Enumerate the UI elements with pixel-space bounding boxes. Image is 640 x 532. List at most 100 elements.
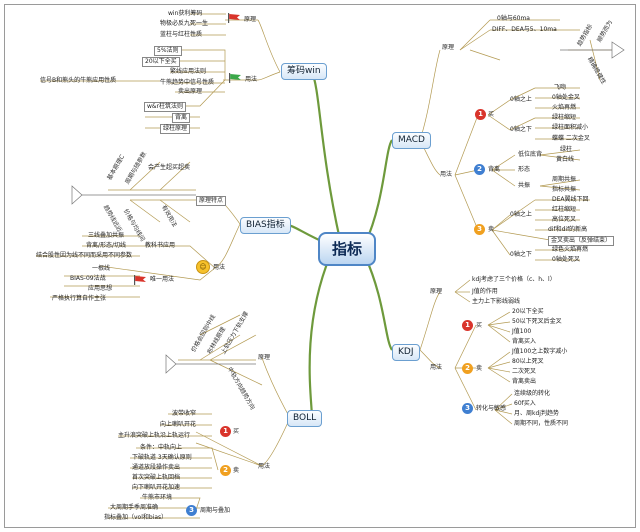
- kdj-zhuan-item-4[interactable]: 周期不同，性质不同: [514, 420, 569, 427]
- kdj-sell-label[interactable]: 卖: [476, 365, 483, 372]
- bias-youqing-item-3[interactable]: 应用思想: [88, 285, 113, 292]
- bias-textbook-label[interactable]: 教科书应用: [145, 242, 176, 249]
- kdj-buy-item-2[interactable]: 50以下死叉后金叉: [512, 318, 562, 325]
- kdj-sell-item-1[interactable]: J值100之上数字减小: [512, 348, 568, 355]
- bias-youqing-item-2[interactable]: BIAS-09法战: [70, 275, 106, 282]
- macd-buy-below-item-3[interactable]: 蝶蝶 二次金叉: [552, 135, 590, 142]
- bias-textbook-item-2[interactable]: 背离/形态/切线: [86, 242, 127, 249]
- chouma-yuanli-item-1[interactable]: win获利筹码: [168, 10, 203, 17]
- kdj-zhuan-item-1[interactable]: 连续级的转化: [514, 390, 551, 397]
- macd-beili-item-1[interactable]: 低位底背: [518, 151, 543, 158]
- macd-buy-label[interactable]: 买: [488, 111, 495, 118]
- chouma-yongfa-item-1[interactable]: 5%法则: [154, 46, 182, 56]
- center-topic[interactable]: 指标: [318, 232, 376, 266]
- macd-sell-below-item-1[interactable]: 绿色火焰再燃: [552, 246, 589, 253]
- branch-chouma-win[interactable]: 筹码win: [281, 63, 327, 80]
- chouma-bottom-item-2[interactable]: 背离: [172, 113, 191, 123]
- macd-sell-above[interactable]: 0轴之上: [510, 211, 532, 218]
- macd-yuanli-item-2[interactable]: DIFF、DEA与5、10ma: [492, 26, 557, 33]
- bias-youqing-item-4[interactable]: 严格执行算自作主张: [52, 295, 107, 302]
- macd-sell-below[interactable]: 0轴之下: [510, 251, 532, 258]
- macd-sell-below-item-2[interactable]: 0轴处死叉: [552, 256, 580, 263]
- macd-sell-top[interactable]: DEA翼线下回: [552, 196, 589, 203]
- boll-zhouqi-item-3[interactable]: 指标叠加（vol和bias）: [104, 514, 168, 521]
- bias-textbook-item-3[interactable]: 结合股性因为线不同而采用不同参数: [36, 252, 133, 259]
- macd-beili-item-3[interactable]: 共振: [518, 182, 531, 189]
- macd-sell-mid[interactable]: 金叉卖出（反弹结束）: [548, 236, 615, 246]
- boll-buy-item-2[interactable]: 向上喇叭开花: [160, 421, 197, 428]
- macd-beili-item-2[interactable]: 形态: [518, 166, 531, 173]
- branch-boll[interactable]: BOLL: [287, 410, 323, 427]
- kdj-sell-item-2[interactable]: 80以上死叉: [512, 358, 544, 365]
- chouma-yongfa-item-4[interactable]: 牛熊趋势中信号性质: [160, 79, 215, 86]
- chouma-signal-item[interactable]: 信号B和熊头的牛熊应用性质: [40, 77, 117, 84]
- chouma-yuanli-item-2[interactable]: 物极必反九死一生: [160, 20, 209, 27]
- chouma-yongfa-item-5[interactable]: 卖出原理: [178, 88, 203, 95]
- kdj-yongfa-label[interactable]: 用法: [430, 364, 443, 371]
- boll-sell-label[interactable]: 卖: [233, 467, 240, 474]
- boll-yongfa-label[interactable]: 用法: [258, 463, 271, 470]
- kdj-yuanli-label[interactable]: 原理: [430, 288, 443, 295]
- kdj-sell-item-4[interactable]: 背离卖出: [512, 378, 537, 385]
- chouma-yongfa-item-2[interactable]: 20以下全买: [142, 57, 180, 67]
- kdj-yuanli-item-3[interactable]: 主力上下影线弱线: [472, 298, 521, 305]
- macd-buy-below-item-1[interactable]: 绿柱缩短: [552, 114, 577, 121]
- chouma-yongfa-label[interactable]: 用法: [245, 76, 258, 83]
- boll-sell-item-1[interactable]: 条件：中轨向上: [140, 444, 183, 451]
- kdj-zhuan-item-2[interactable]: 60f买入: [514, 400, 536, 407]
- priority-2-icon: 2: [220, 465, 231, 476]
- kdj-yuanli-item-1[interactable]: kdj考虑了三个价格（c、h、l）: [472, 276, 556, 283]
- branch-kdj[interactable]: KDJ: [392, 344, 420, 361]
- macd-sell-label[interactable]: 卖: [488, 226, 495, 233]
- boll-sell-item-3[interactable]: 通道放段操作卖出: [132, 464, 181, 471]
- chouma-yongfa-item-3[interactable]: 繁线应用法则: [170, 68, 207, 75]
- chouma-yuanli-label[interactable]: 原理: [244, 16, 257, 23]
- chouma-bottom-item-3[interactable]: 绿柱原理: [160, 124, 191, 134]
- boll-buy-item-1[interactable]: 波带收窄: [172, 410, 197, 417]
- bias-youqing-item-1[interactable]: 一根线: [92, 265, 111, 272]
- macd-beili-label[interactable]: 背离: [488, 166, 501, 173]
- kdj-yuanli-item-2[interactable]: J值的作用: [472, 288, 498, 295]
- macd-sell-above-item-3[interactable]: dif和dif的新高: [548, 226, 588, 233]
- macd-beili-sub-1[interactable]: 绿柱: [560, 146, 573, 153]
- macd-yuanli-label[interactable]: 原理: [442, 44, 455, 51]
- bias-textbook-item-1[interactable]: 三线叠加共振: [88, 232, 125, 239]
- chouma-bottom-item-1[interactable]: w&r柱筑法则: [144, 102, 187, 112]
- kdj-buy-item-4[interactable]: 背离买入: [512, 338, 537, 345]
- macd-sell-above-item-1[interactable]: 红柱缩短: [552, 206, 577, 213]
- bias-yongfa-label[interactable]: 用法: [213, 264, 226, 271]
- kdj-zhuan-label[interactable]: 转化与敏感: [476, 405, 507, 412]
- boll-sell-item-2[interactable]: 下破轨道 3天确认原则: [132, 454, 192, 461]
- kdj-buy-label[interactable]: 买: [476, 322, 483, 329]
- macd-yongfa-label[interactable]: 用法: [440, 171, 453, 178]
- kdj-zhuan-item-3[interactable]: 月、周kdj判趋势: [514, 410, 559, 417]
- kdj-sell-item-3[interactable]: 二次死叉: [512, 368, 537, 375]
- bias-youqing-label[interactable]: 唯一用法: [150, 276, 175, 283]
- macd-sell-above-item-2[interactable]: 高位死叉: [552, 216, 577, 223]
- chouma-yuanli-item-3[interactable]: 蓝柱与红柱性质: [160, 31, 203, 38]
- kdj-buy-item-1[interactable]: 20以下全买: [512, 308, 544, 315]
- boll-zhouqi-label[interactable]: 周期与叠加: [200, 507, 231, 514]
- macd-buy-above-item-3[interactable]: 火焰再燃: [552, 104, 577, 111]
- boll-yuanli-label[interactable]: 原理: [258, 354, 271, 361]
- priority-3-icon: 3: [462, 403, 473, 414]
- kdj-buy-item-3[interactable]: J值100: [512, 328, 532, 335]
- macd-buy-below-item-2[interactable]: 绿柱面积减小: [552, 124, 589, 131]
- macd-buy-above-item-1[interactable]: 飞吻: [554, 84, 567, 91]
- boll-zhouqi-item-1[interactable]: 牛熊市环境: [142, 494, 173, 501]
- macd-buy-above-item-2[interactable]: 0轴处金叉: [552, 94, 580, 101]
- branch-macd[interactable]: MACD: [392, 132, 431, 149]
- boll-sell-item-5[interactable]: 向下喇叭开花加速: [132, 484, 181, 491]
- macd-beili-sub-2[interactable]: 黄白线: [556, 156, 575, 163]
- bias-yuanli-label[interactable]: 原理特点: [196, 196, 227, 206]
- macd-yuanli-item-1[interactable]: 0轴与60ma: [497, 15, 530, 22]
- macd-beili-sub-4[interactable]: 指标共振: [552, 186, 577, 193]
- macd-beili-sub-3[interactable]: 周期共振: [552, 176, 577, 183]
- boll-sell-item-4[interactable]: 首次突破上轨回档: [132, 474, 181, 481]
- branch-bias[interactable]: BIAS指标: [240, 217, 291, 234]
- boll-buy-label[interactable]: 买: [233, 428, 240, 435]
- macd-buy-below[interactable]: 0轴之下: [510, 126, 532, 133]
- boll-buy-item-3[interactable]: 主升浪突破上轨沿上轨运行: [118, 432, 191, 439]
- boll-zhouqi-item-2[interactable]: 大周期手季周准确: [110, 504, 159, 511]
- macd-buy-above[interactable]: 0轴之上: [510, 96, 532, 103]
